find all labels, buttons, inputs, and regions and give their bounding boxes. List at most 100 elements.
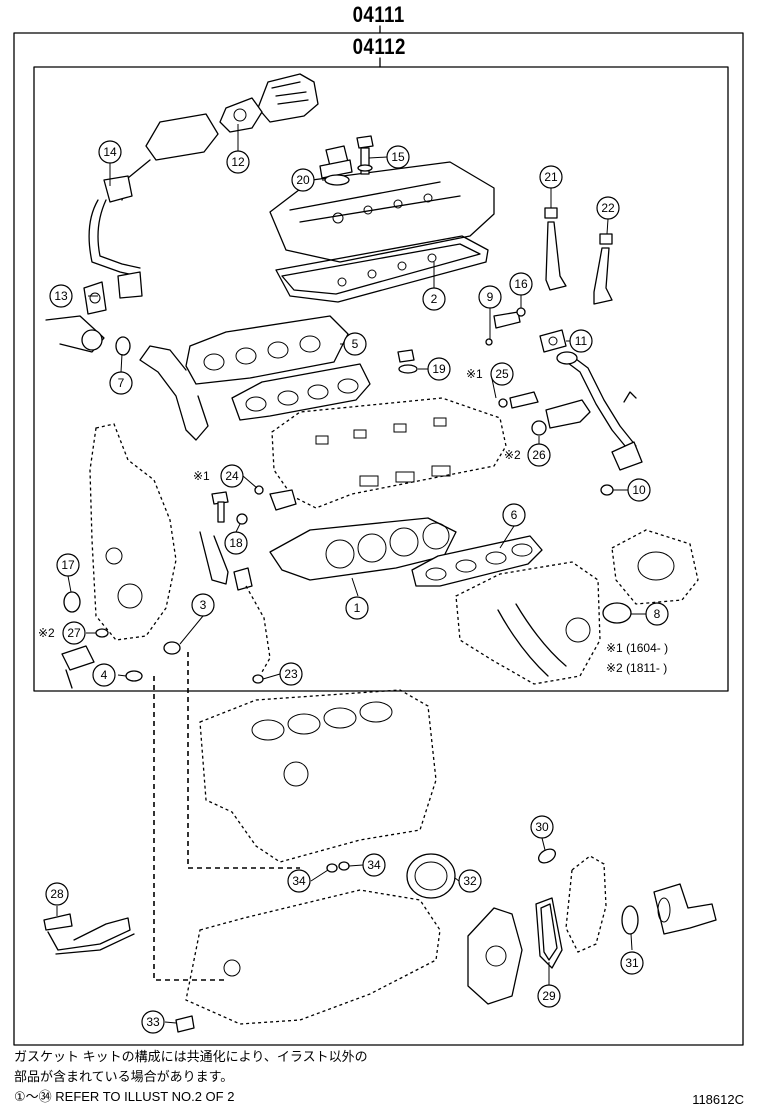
callout-8: 8 [645, 602, 669, 626]
o-ring-27-drawing [95, 628, 109, 638]
water-pump-drawing [467, 907, 523, 1005]
o-ring-30-drawing [537, 848, 557, 864]
callout-1: 1 [345, 596, 369, 620]
callout-19: 19 [427, 357, 451, 381]
outer-kit-frame [13, 32, 744, 1046]
callout-30: 30 [530, 815, 554, 839]
marker-24: ※1 [193, 469, 210, 483]
callout-13: 13 [49, 284, 73, 308]
callout-2: 2 [422, 287, 446, 311]
callout-34-right: 34 [362, 853, 386, 877]
timing-chain-cover-drawing [89, 423, 177, 641]
callout-12: 12 [226, 150, 250, 174]
marker-26: ※2 [504, 448, 521, 462]
callout-25: 25 [490, 362, 514, 386]
svg-text:7: 7 [118, 376, 125, 390]
svg-text:32: 32 [463, 874, 477, 888]
callout-11: 11 [569, 329, 593, 353]
sensor-26-assembly-drawing [531, 399, 591, 436]
water-pump-gasket-29-drawing [535, 897, 563, 969]
svg-text:16: 16 [514, 277, 528, 291]
drain-plug-33-drawing [175, 1015, 195, 1033]
svg-text:6: 6 [511, 508, 518, 522]
footer-note-line-2: 部品が含まれている場合があります。 [14, 1069, 234, 1084]
callout-17: 17 [56, 553, 80, 577]
egr-pipe-drawing [88, 73, 319, 299]
svg-text:24: 24 [225, 469, 239, 483]
callout-15: 15 [386, 145, 410, 169]
throttle-body-drawing [611, 529, 699, 605]
callout-21: 21 [539, 165, 563, 189]
svg-text:5: 5 [352, 337, 359, 351]
exhaust-manifold-gasket-5-drawing [231, 363, 371, 421]
cylinder-head-drawing [271, 397, 507, 509]
exhaust-valve-drawing [593, 247, 613, 305]
footer-note-line-1: ガスケット キットの構成には共通化により、イラスト以外の [14, 1049, 368, 1064]
water-outlet-drawing [653, 883, 717, 935]
callout-16: 16 [509, 272, 533, 296]
injector-9-drawing [485, 311, 521, 346]
oil-pan-drawing [185, 889, 441, 1025]
oil-strainer-28-drawing [43, 913, 135, 955]
svg-text:29: 29 [542, 989, 556, 1003]
o-ring-16-drawing [516, 307, 526, 317]
dashed-leader-ring-3 [187, 652, 300, 869]
sensor-24-drawing [269, 489, 297, 511]
illustration-code: 118612C [692, 1092, 744, 1107]
callout-18: 18 [224, 531, 248, 555]
sensor-27-drawing [61, 645, 95, 689]
inner-kit-frame [33, 66, 729, 692]
gasket-34-pair-drawing [326, 861, 350, 873]
callout-5: 5 [343, 332, 367, 356]
callout-27: 27 [62, 621, 86, 645]
o-ring-31-drawing [621, 905, 639, 935]
gasket-20-drawing [324, 174, 350, 186]
svg-text:13: 13 [54, 289, 68, 303]
svg-text:26: 26 [532, 448, 546, 462]
oil-cap-19-drawing [397, 349, 418, 374]
callout-22: 22 [596, 196, 620, 220]
svg-text:31: 31 [625, 956, 639, 970]
svg-text:14: 14 [103, 145, 117, 159]
callout-20: 20 [291, 168, 315, 192]
svg-text:2: 2 [431, 292, 438, 306]
crankshaft-seal-32-drawing [406, 853, 456, 899]
svg-text:11: 11 [575, 334, 588, 348]
callout-4: 4 [92, 663, 116, 687]
callout-26: 26 [527, 443, 551, 467]
callout-31: 31 [620, 951, 644, 975]
cylinder-head-cover-drawing [269, 161, 495, 263]
svg-text:8: 8 [654, 607, 661, 621]
oil-gauge-guide-drawing [199, 531, 271, 684]
svg-text:22: 22 [601, 201, 615, 215]
outer-kit-code: 04111 [352, 2, 405, 27]
legend-line-2: ※2 (1811- ) [606, 661, 667, 675]
callout-34-left: 34 [287, 869, 311, 893]
ring-4-drawing [125, 670, 143, 682]
intake-manifold-gasket-6-drawing [411, 535, 543, 587]
valve-stem-seal-21-drawing [544, 207, 558, 219]
callout-3: 3 [191, 593, 215, 617]
callout-33: 33 [141, 1010, 165, 1034]
cylinder-block-drawing [199, 689, 437, 863]
bolt-18-drawing [211, 491, 248, 525]
gasket-11-drawing [539, 329, 567, 353]
callout-24: 24 [220, 464, 244, 488]
gasket-8-drawing [602, 602, 632, 624]
svg-text:4: 4 [101, 668, 108, 682]
svg-text:30: 30 [535, 820, 549, 834]
svg-text:18: 18 [229, 536, 243, 550]
leader-lines [56, 124, 646, 1024]
svg-text:33: 33 [146, 1015, 160, 1029]
callout-14: 14 [98, 140, 122, 164]
svg-text:17: 17 [61, 558, 75, 572]
head-cover-gasket-2-drawing [275, 235, 489, 303]
callout-28: 28 [45, 882, 69, 906]
bolt-15-drawing [356, 135, 374, 175]
svg-text:28: 28 [50, 887, 64, 901]
dashed-leader-ring-4 [153, 676, 226, 981]
marker-27: ※2 [38, 626, 55, 640]
svg-text:15: 15 [391, 150, 405, 164]
gasket-13-drawing [83, 281, 107, 315]
